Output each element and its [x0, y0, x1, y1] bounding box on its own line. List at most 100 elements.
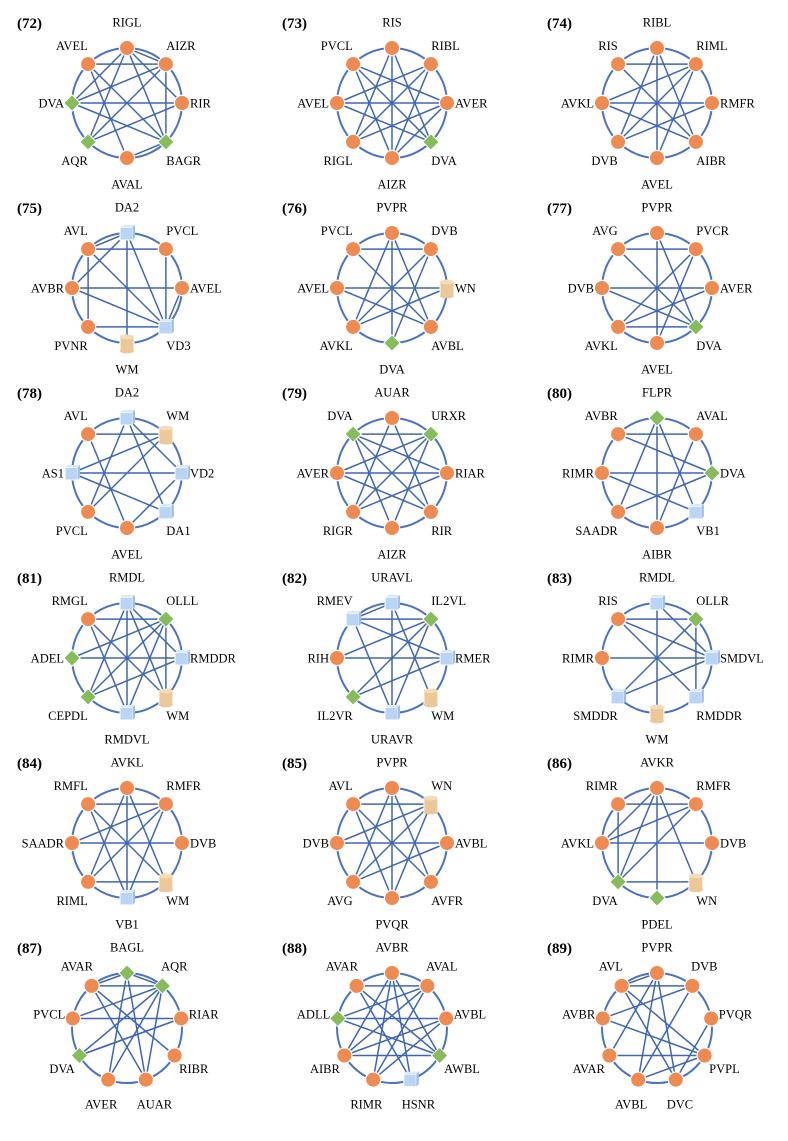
motif-node [383, 334, 401, 352]
node-label: AVEL [56, 39, 88, 53]
node-label: PVCL [321, 39, 353, 53]
motif-node [344, 425, 363, 444]
panel-label: (73) [282, 16, 307, 32]
node-label: AIZR [377, 548, 407, 562]
motif-edge [337, 985, 428, 1020]
motif-edge [656, 433, 697, 529]
motif-node [383, 964, 401, 982]
motif-node [649, 595, 665, 611]
node-label: HSNR [402, 1098, 436, 1112]
motif-edge [391, 803, 432, 899]
motif-edge [352, 287, 448, 328]
node-label: WM [166, 894, 189, 908]
motif-node [613, 977, 630, 995]
motif-node [648, 409, 666, 427]
node-label: AS1 [42, 467, 64, 481]
node-label: DA1 [166, 524, 190, 538]
node-label: RMFR [166, 779, 201, 793]
motif-node [119, 410, 135, 426]
motif-edge [126, 472, 183, 529]
node-label: SMDVL [720, 652, 764, 666]
motif-node [344, 133, 362, 151]
motif-node [119, 890, 135, 906]
motif-node [421, 610, 440, 629]
motif-edge [391, 433, 432, 529]
motif-node [688, 873, 704, 893]
motif-node [422, 503, 440, 521]
node-label: AIZR [377, 178, 407, 192]
node-label: RIAR [189, 1007, 220, 1021]
node-label: RMDL [109, 571, 145, 585]
motif-edge [87, 63, 128, 159]
motif-node [348, 977, 365, 995]
node-label: DVA [39, 97, 64, 111]
motif-node [702, 1010, 720, 1027]
motif-edge [617, 433, 713, 474]
motif-edge [87, 803, 167, 883]
motif-node [79, 503, 97, 521]
motif-node [344, 318, 362, 336]
node-label: AVEL [297, 282, 329, 296]
motif-edge [352, 803, 432, 883]
node-label: RMDDR [190, 652, 237, 666]
motif-node [648, 39, 666, 57]
motif-edge [79, 1017, 182, 1057]
node-label: RIMR [562, 652, 595, 666]
node-label: AVBL [454, 1007, 486, 1021]
node-label: AVKL [561, 837, 594, 851]
node-label: AVAR [573, 1062, 606, 1076]
node-label: RIBR [179, 1062, 209, 1076]
node-label: PVCL [33, 1007, 65, 1021]
node-label: AVAR [61, 959, 94, 973]
motif-node [696, 1047, 713, 1064]
panel-label: (87) [17, 941, 42, 957]
node-label: AVG [592, 224, 617, 238]
motif-node [609, 872, 628, 891]
motif-edge [352, 248, 432, 328]
motif-node [344, 503, 362, 521]
node-label: DVC [667, 1098, 693, 1112]
motif-edge [617, 287, 713, 328]
node-label: RIR [431, 524, 453, 538]
motif-node [83, 977, 100, 995]
node-label: RIGL [112, 16, 141, 30]
motif-node [383, 224, 401, 242]
motif-edge [602, 1017, 705, 1057]
motif-node [79, 795, 97, 813]
node-label: BAGL [110, 941, 144, 955]
node-label: DA2 [115, 201, 139, 215]
node-label: WN [431, 779, 452, 793]
motif-node [430, 1046, 449, 1065]
motif-node [328, 1009, 347, 1028]
motif-node [173, 279, 191, 297]
motif-edge [71, 618, 167, 659]
motif-edge [356, 985, 441, 1057]
node-label: RIBL [431, 39, 459, 53]
motif-node [703, 94, 721, 112]
node-label: VD3 [166, 339, 190, 353]
motif-node [686, 610, 705, 629]
motif-edge [617, 102, 713, 143]
node-label: FLPR [642, 386, 673, 400]
panel-label: (75) [17, 201, 42, 217]
motif-node [63, 279, 81, 297]
node-label: DVA [431, 154, 456, 168]
motif-node [158, 688, 174, 708]
motif-edge [602, 985, 693, 1020]
node-label: ADLL [297, 1007, 330, 1021]
motif-node [118, 149, 136, 167]
motif-node [157, 55, 175, 73]
motif-node [63, 94, 81, 112]
motif-node [157, 240, 175, 258]
motif-node [158, 873, 174, 893]
motif-node [609, 425, 627, 443]
motif-edge [87, 618, 128, 714]
node-label: AVAL [696, 409, 728, 423]
node-label: AVL [64, 224, 88, 238]
